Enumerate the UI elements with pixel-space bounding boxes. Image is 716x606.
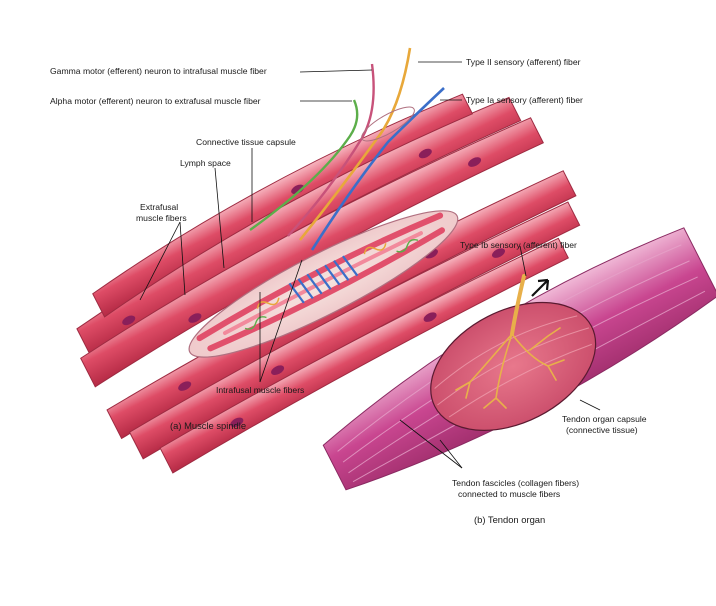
label-type-ia: Type Ia sensory (afferent) fiber (466, 95, 583, 105)
label-alpha-motor: Alpha motor (efferent) neuron to extrafu… (50, 96, 261, 106)
intrafusal-muscle-fibers (196, 212, 445, 352)
label-lymph-space: Lymph space (180, 158, 231, 168)
caption-muscle-spindle: (a) Muscle spindle (170, 420, 247, 431)
spindle-nerve-bundle (249, 47, 445, 251)
type-ii-nerve (298, 47, 412, 241)
gamma-motor-nerve (287, 63, 375, 237)
spindle-leader-lines (139, 61, 462, 383)
tendon-organ-capsule (430, 301, 597, 431)
label-tendon-capsule-line1: Tendon organ capsule (562, 414, 647, 424)
caption-tendon-organ: (b) Tendon organ (474, 514, 546, 525)
muscle-spindle-illustration (76, 47, 581, 474)
tendon-leader-lines (399, 245, 601, 469)
label-extrafusal-line2: muscle fibers (136, 213, 187, 223)
type-ia-nerve (310, 87, 445, 251)
label-gamma-motor: Gamma motor (efferent) neuron to intrafu… (50, 66, 267, 76)
tendon-organ-illustration (322, 227, 716, 491)
label-tendon-fascicles-line1: Tendon fascicles (collagen fibers) (452, 478, 580, 488)
alpha-motor-nerve (249, 99, 359, 231)
type-ib-nerve (455, 274, 565, 409)
nerve-sheath (361, 106, 415, 142)
label-connective-capsule: Connective tissue capsule (196, 137, 296, 147)
label-intrafusal: Intrafusal muscle fibers (216, 385, 305, 395)
afferent-direction-arrow (531, 278, 550, 297)
label-tendon-fascicles-line2: connected to muscle fibers (458, 489, 561, 499)
label-type-ib: Type Ib sensory (afferent) fiber (460, 240, 577, 250)
label-type-ii: Type II sensory (afferent) fiber (466, 57, 581, 67)
label-tendon-capsule-line2: (connective tissue) (566, 425, 638, 435)
label-extrafusal-line1: Extrafusal (140, 202, 179, 212)
